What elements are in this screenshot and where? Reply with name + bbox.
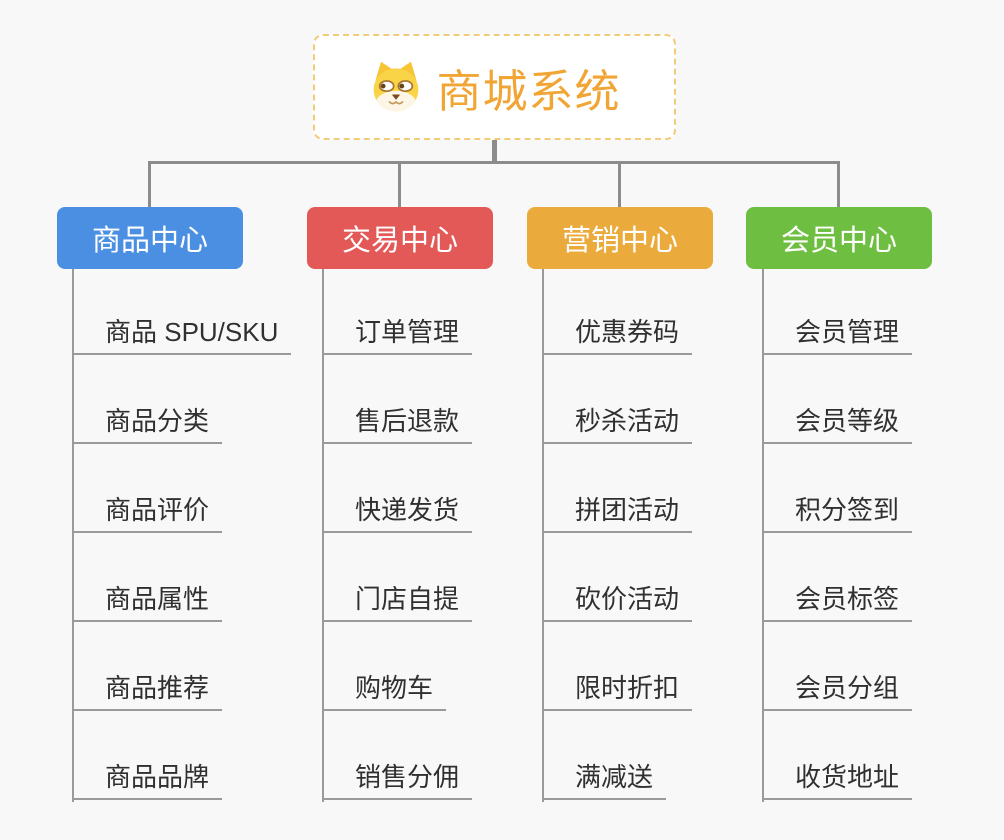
- child-topic-member-level[interactable]: 会员等级: [762, 408, 913, 444]
- branch-node-member-center[interactable]: 会员中心: [746, 207, 932, 269]
- connector-stub-member: [837, 163, 840, 208]
- child-topic-shipping-address[interactable]: 收货地址: [762, 764, 913, 800]
- child-topic-order-management[interactable]: 订单管理: [322, 319, 473, 355]
- child-topic-full-reduction[interactable]: 满减送: [542, 764, 667, 800]
- child-topic-product-attribute[interactable]: 商品属性: [72, 586, 223, 622]
- connector-stub-trade: [398, 163, 401, 208]
- child-topic-product-category[interactable]: 商品分类: [72, 408, 223, 444]
- connector-stub-marketing: [618, 163, 621, 208]
- branch-children-marketing: 优惠券码 秒杀活动 拼团活动 砍价活动 限时折扣 满减送: [527, 269, 777, 809]
- child-topic-product-brand[interactable]: 商品品牌: [72, 764, 223, 800]
- child-topic-product-review[interactable]: 商品评价: [72, 497, 223, 533]
- child-topic-member-tag[interactable]: 会员标签: [762, 586, 913, 622]
- child-topic-aftersale-refund[interactable]: 售后退款: [322, 408, 473, 444]
- child-topic-flash-sale[interactable]: 秒杀活动: [542, 408, 693, 444]
- child-topic-coupon-code[interactable]: 优惠券码: [542, 319, 693, 355]
- branch-node-trade-center[interactable]: 交易中心: [307, 207, 493, 269]
- branch-node-marketing-center[interactable]: 营销中心: [527, 207, 713, 269]
- branch-node-product-center[interactable]: 商品中心: [57, 207, 243, 269]
- child-topic-sales-commission[interactable]: 销售分佣: [322, 764, 473, 800]
- connector-horizontal-bus: [148, 161, 840, 164]
- child-topic-product-recommend[interactable]: 商品推荐: [72, 675, 223, 711]
- branch-children-trade: 订单管理 售后退款 快递发货 门店自提 购物车 销售分佣: [307, 269, 557, 809]
- shiba-dog-icon: [368, 59, 424, 115]
- connector-root-drop: [492, 139, 497, 164]
- child-topic-group-buy[interactable]: 拼团活动: [542, 497, 693, 533]
- root-node[interactable]: 商城系统: [313, 34, 676, 140]
- branch-children-product: 商品 SPU/SKU 商品分类 商品评价 商品属性 商品推荐 商品品牌: [57, 269, 307, 809]
- child-topic-product-spu-sku[interactable]: 商品 SPU/SKU: [72, 319, 292, 355]
- branch-children-member: 会员管理 会员等级 积分签到 会员标签 会员分组 收货地址: [747, 269, 997, 809]
- child-topic-member-management[interactable]: 会员管理: [762, 319, 913, 355]
- root-title: 商城系统: [436, 65, 621, 117]
- child-topic-shopping-cart[interactable]: 购物车: [322, 675, 447, 711]
- child-topic-store-pickup[interactable]: 门店自提: [322, 586, 473, 622]
- child-topic-member-group[interactable]: 会员分组: [762, 675, 913, 711]
- child-topic-express-delivery[interactable]: 快递发货: [322, 497, 473, 533]
- connector-stub-product: [148, 163, 151, 208]
- child-topic-limited-time-discount[interactable]: 限时折扣: [542, 675, 693, 711]
- child-topic-bargain-activity[interactable]: 砍价活动: [542, 586, 693, 622]
- child-topic-points-checkin[interactable]: 积分签到: [762, 497, 913, 533]
